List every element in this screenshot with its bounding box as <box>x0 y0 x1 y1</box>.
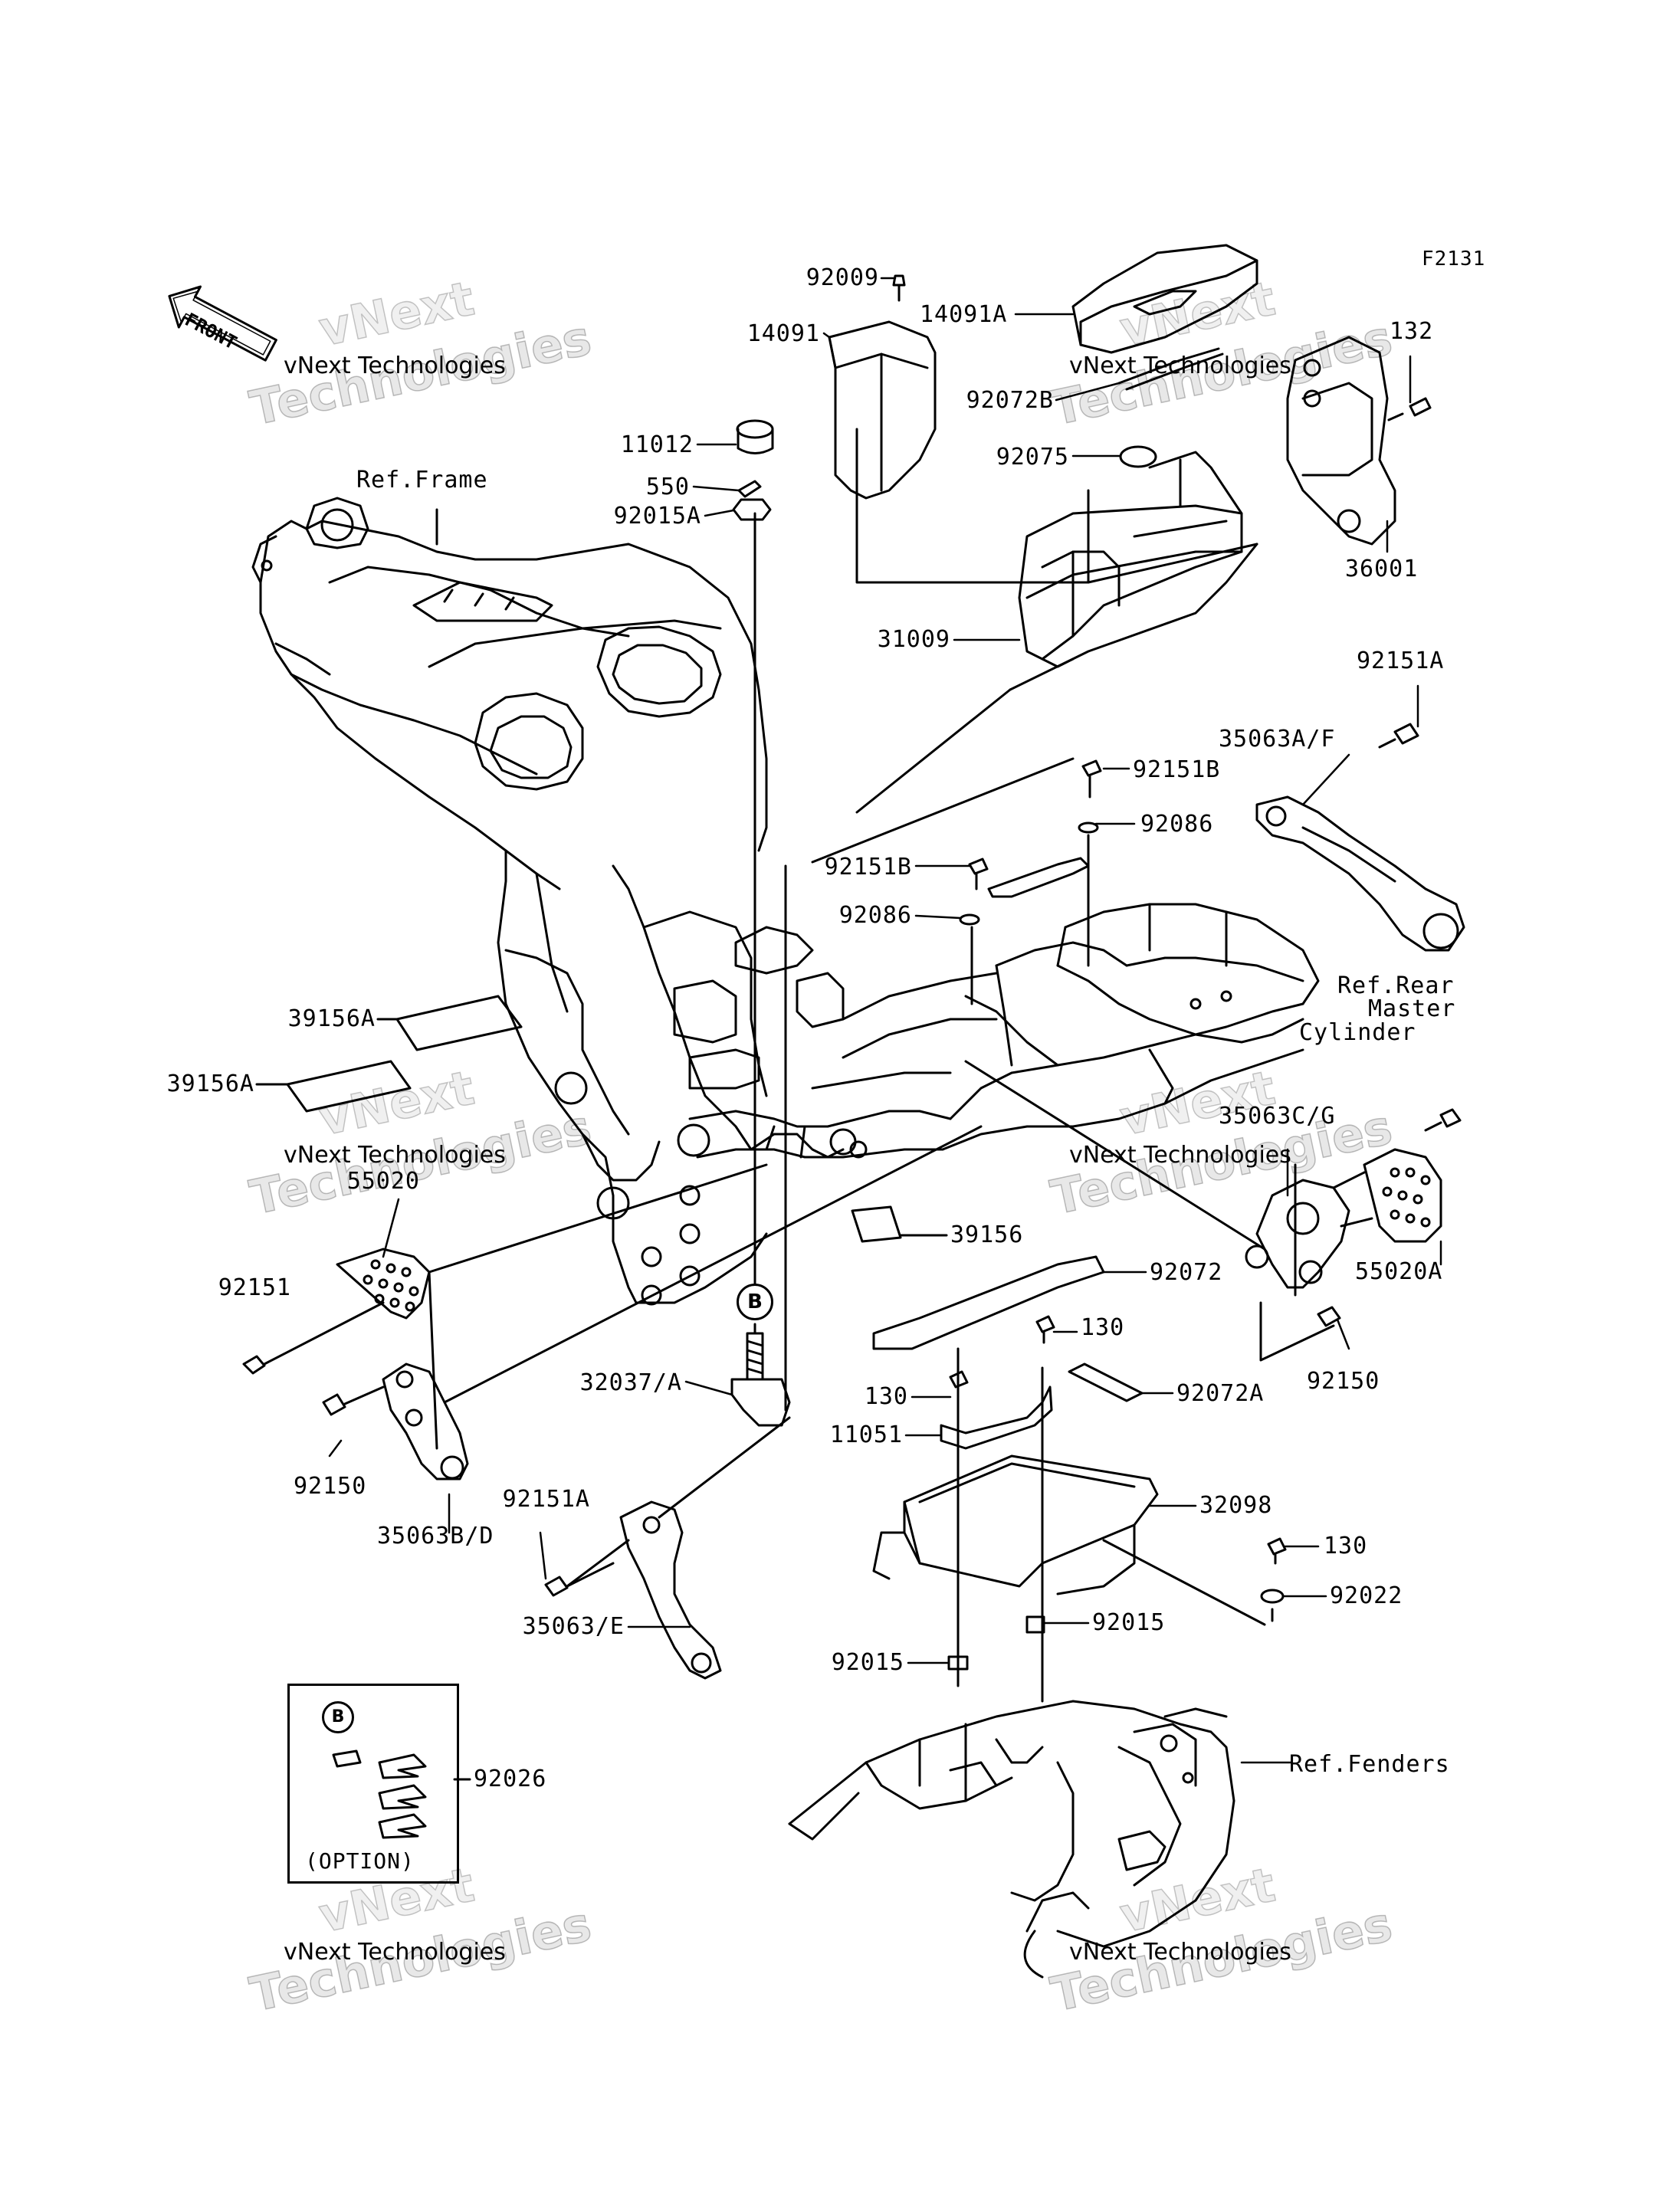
part-label-550: 550 <box>645 474 690 500</box>
part-label-92026: 92026 <box>474 1766 547 1792</box>
part-label-92151A-mid: 92151A <box>502 1486 590 1513</box>
option-label: (OPTION) <box>305 1848 415 1874</box>
front-label: FRONT <box>181 308 241 354</box>
part-label-92151B-2: 92151B <box>824 854 912 880</box>
ref-fenders-label: Ref.Fenders <box>1289 1751 1450 1778</box>
part-label-92015-2: 92015 <box>831 1649 904 1676</box>
part-label-11012: 11012 <box>620 431 694 458</box>
part-label-92015A: 92015A <box>613 503 701 530</box>
part-label-130-2: 130 <box>864 1383 908 1410</box>
part-label-32098: 32098 <box>1199 1492 1273 1519</box>
part-label-92086-2: 92086 <box>838 902 912 929</box>
part-label-92151A-top: 92151A <box>1357 648 1445 674</box>
bracket-e-drawing <box>544 1416 791 1680</box>
rear-footpeg-bracket-drawing <box>1255 723 1465 952</box>
part-label-92086-1: 92086 <box>1140 811 1214 838</box>
ref-rear-master-label-1: Ref.Rear <box>1337 972 1455 999</box>
part-label-130-1: 130 <box>1081 1314 1125 1341</box>
ref-rear-master-label-2: Master <box>1368 995 1456 1022</box>
leader-lines <box>328 277 1442 1764</box>
part-label-11051: 11051 <box>829 1421 903 1448</box>
rear-fender-drawing <box>788 1700 1235 1979</box>
callout-b-stud: B <box>737 1284 773 1320</box>
part-label-39156: 39156 <box>950 1221 1024 1248</box>
part-label-32037-A: 32037/A <box>579 1369 682 1396</box>
main-frame-drawing <box>251 497 1320 1306</box>
figure-code-label: F2131 <box>1422 248 1486 271</box>
part-label-35063C-G: 35063C/G <box>1219 1103 1336 1130</box>
ref-rear-master-label-3: Cylinder <box>1299 1019 1416 1046</box>
part-label-14091: 14091 <box>746 320 820 347</box>
front-arrow-drawing <box>168 285 277 362</box>
right-footrest-drawing <box>964 1060 1462 1362</box>
part-label-92150-right: 92150 <box>1307 1368 1380 1395</box>
part-label-92072: 92072 <box>1150 1259 1223 1286</box>
option-kit-box: (OPTION) <box>287 1684 459 1884</box>
part-label-55020A: 55020A <box>1355 1258 1443 1285</box>
battery-case-drawing <box>872 1347 1266 1703</box>
part-label-14091A: 14091A <box>920 301 1008 328</box>
part-label-35063A-F: 35063A/F <box>1219 726 1336 753</box>
part-label-92151B-1: 92151B <box>1133 756 1221 783</box>
small-fasteners-drawing <box>811 757 1102 1005</box>
part-label-39156A-2: 39156A <box>166 1071 254 1097</box>
callout-b-option: B <box>322 1701 354 1733</box>
part-label-92151: 92151 <box>218 1274 291 1301</box>
stud-drawing <box>730 512 791 1427</box>
ref-frame-label: Ref.Frame <box>356 467 488 494</box>
part-label-55020: 55020 <box>346 1168 420 1195</box>
part-label-92075: 92075 <box>996 444 1069 471</box>
battery-tray-group-drawing <box>732 244 1432 814</box>
part-label-92009: 92009 <box>806 264 879 291</box>
left-footrest-drawing <box>242 1125 983 1481</box>
part-label-39156A-1: 39156A <box>287 1005 376 1032</box>
part-label-92072A: 92072A <box>1176 1380 1265 1407</box>
part-label-35063-E: 35063/E <box>522 1613 625 1640</box>
part-label-35063B-D: 35063B/D <box>377 1523 494 1549</box>
part-label-132: 132 <box>1390 318 1434 345</box>
part-label-92072B: 92072B <box>966 387 1054 414</box>
part-label-31009: 31009 <box>877 626 950 653</box>
part-label-130-3: 130 <box>1324 1533 1368 1559</box>
option-shims-drawing <box>332 1749 471 1839</box>
part-label-92022: 92022 <box>1330 1582 1403 1609</box>
part-label-92150-left: 92150 <box>294 1473 367 1500</box>
pads-drawing <box>255 995 948 1243</box>
part-label-36001: 36001 <box>1345 556 1419 582</box>
part-label-92015-1: 92015 <box>1092 1609 1166 1636</box>
